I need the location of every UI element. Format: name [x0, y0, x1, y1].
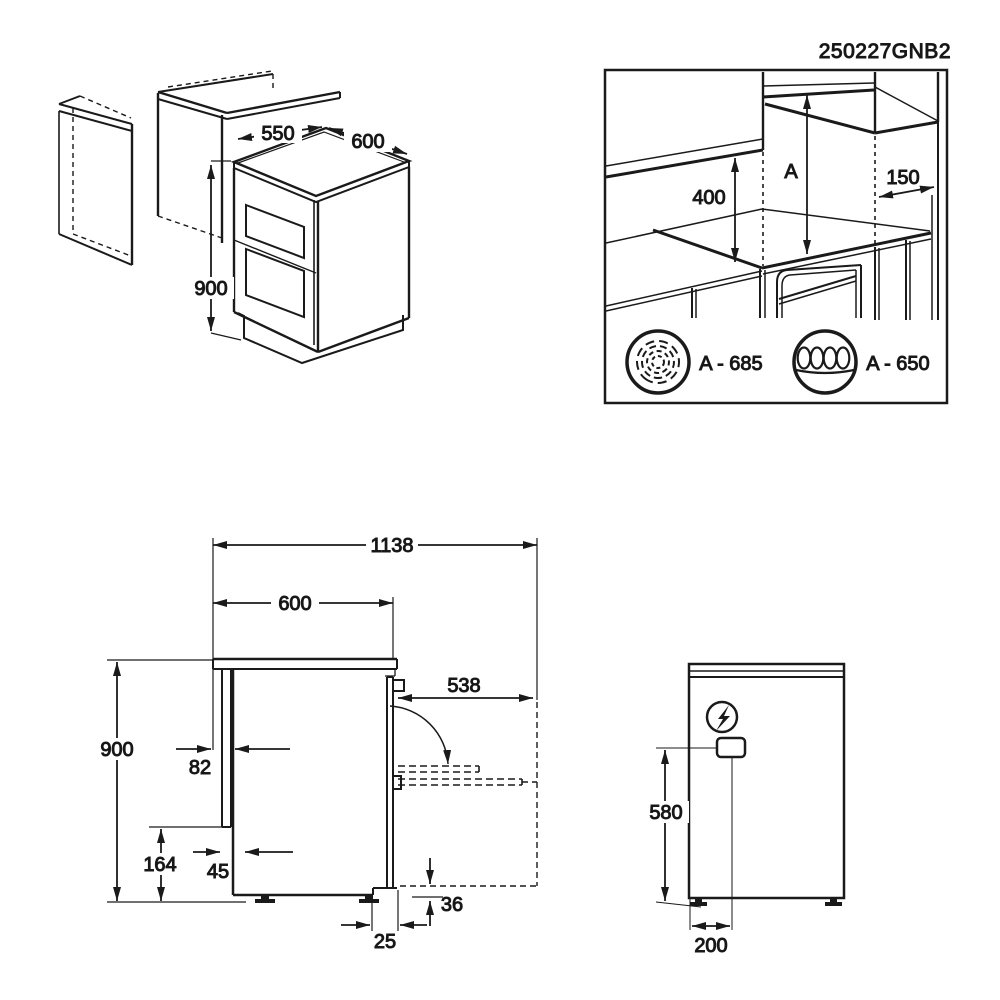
door-hinge-upper: [392, 679, 405, 692]
side-plinth-recess-label: 25: [374, 931, 396, 953]
side-height-label: 900: [100, 739, 133, 761]
code-label: 250227GNB2: [819, 40, 951, 63]
electric-connection-icon: [705, 700, 739, 734]
legend-induction-label: A - 650: [866, 353, 929, 375]
side-door-projection-label: 538: [447, 675, 480, 697]
dimension-900-iso: 900: [188, 160, 242, 341]
iso-depth-label: 550: [261, 123, 294, 145]
rear-view: 580 200: [643, 662, 846, 958]
dimension-580: 580: [643, 747, 717, 908]
cooker-isometric: [230, 126, 413, 365]
rear-left-foot: [690, 898, 707, 906]
dimension-A: A: [784, 95, 811, 254]
dimension-400: 400: [692, 158, 739, 262]
clearance-hood-label: A: [784, 161, 798, 183]
door-open-projection: [389, 702, 538, 887]
rear-supply-height-label: 580: [649, 802, 682, 824]
side-rail-height-label: 164: [143, 854, 176, 876]
side-rail-depth-label: 45: [207, 861, 229, 883]
dimension-600-iso: 600: [328, 127, 408, 155]
isometric-view: 550 600 900: [58, 70, 413, 365]
iso-height-label: 900: [194, 278, 227, 300]
wall-cabinets: [605, 72, 940, 179]
side-back-gap-label: 82: [189, 757, 211, 779]
rear-foot: [255, 895, 275, 903]
iso-width-label: 600: [351, 131, 384, 153]
rear-right-foot: [825, 898, 842, 906]
side-depth-label: 600: [278, 593, 311, 615]
rear-supply-offset-label: 200: [694, 935, 727, 957]
cooker-side-body: [212, 657, 405, 903]
side-depth-open-label: 1138: [370, 535, 413, 557]
clearance-diagram: 400 A 150 A - 685: [603, 68, 949, 405]
left-cabinet-outline: [58, 95, 134, 266]
hob-legend: A - 685 A - 650: [625, 329, 930, 395]
clearance-side-label: 150: [886, 167, 919, 189]
lightning-bolt-icon: [716, 705, 730, 731]
dimension-200: 200: [689, 898, 730, 958]
legend-radiant-label: A - 685: [699, 353, 762, 375]
side-dimensions: 1138 600 538 82 45 164: [94, 534, 538, 954]
cooker-backrail: [776, 264, 862, 318]
drawing-code: 250227GNB2: [818, 40, 951, 64]
counters: [605, 122, 939, 320]
side-plinth-step-label: 36: [441, 894, 463, 916]
induction-hob-icon: [792, 329, 858, 395]
clearance-above-label: 400: [692, 187, 725, 209]
side-view: 1138 600 538 82 45 164: [94, 534, 538, 954]
clearance-frame: [603, 68, 949, 405]
dimension-150: 150: [878, 167, 935, 199]
cooker-rear-body: [687, 662, 846, 900]
door-swing-arc: [389, 705, 452, 765]
door-hinge-lower: [392, 775, 402, 790]
connection-box: [715, 736, 747, 759]
radiant-hob-icon: [625, 329, 691, 395]
dimension-550: 550: [237, 121, 323, 146]
front-foot: [359, 895, 379, 903]
